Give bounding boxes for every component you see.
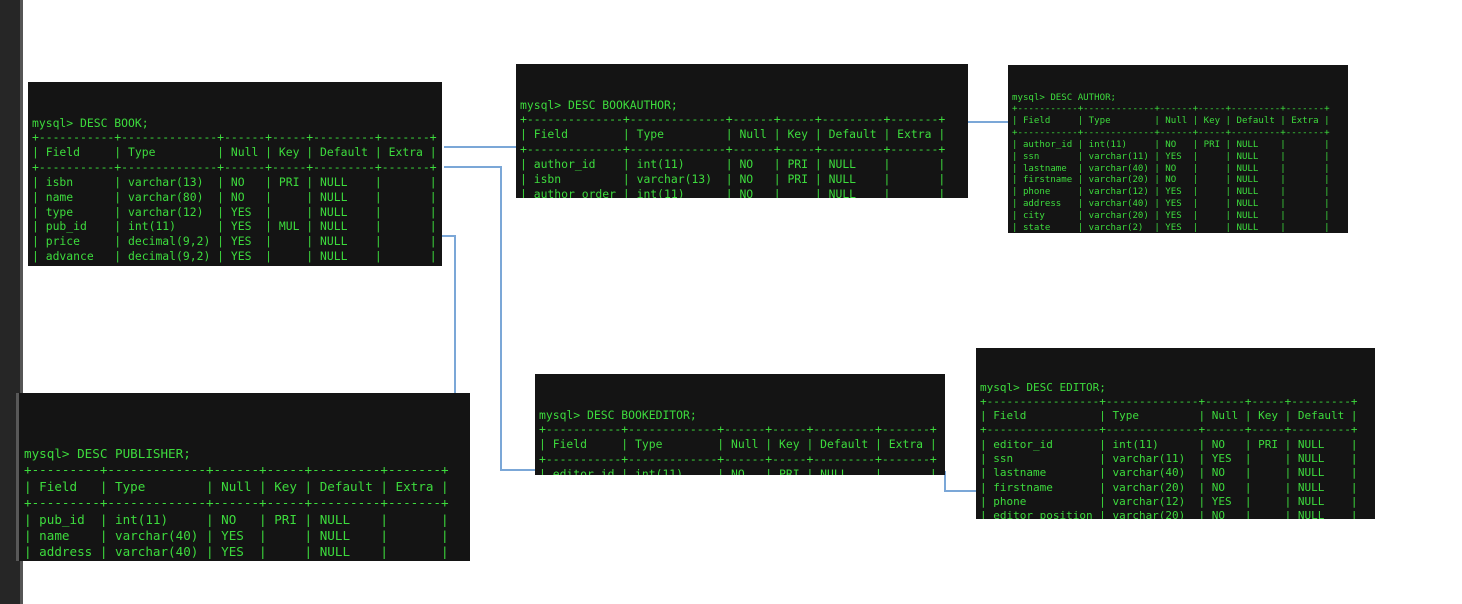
connector-book-to-bookeditor-h-top <box>444 166 502 168</box>
terminal-window-book[interactable]: mysql> DESC BOOK; +-----------+---------… <box>28 82 442 266</box>
terminal-window-editor[interactable]: mysql> DESC EDITOR; +-----------------+-… <box>976 348 1375 519</box>
desktop-left-strip-edge <box>20 0 23 604</box>
connector-bookeditor-to-editor-h <box>944 490 980 492</box>
terminal-output-author: mysql> DESC AUTHOR; +-----------+-------… <box>1012 92 1330 233</box>
terminal-output-publisher: mysql> DESC PUBLISHER; +---------+------… <box>24 446 449 561</box>
connector-book-to-publisher-v <box>454 235 456 393</box>
terminal-window-bookeditor[interactable]: mysql> DESC BOOKEDITOR; +-----------+---… <box>535 374 945 475</box>
connector-book-to-bookeditor-v <box>500 166 502 471</box>
connector-bookauthor-to-author-h <box>966 121 1010 123</box>
connector-book-to-bookeditor-h-bottom <box>500 469 536 471</box>
publisher-scrollbar[interactable] <box>16 393 19 561</box>
terminal-output-book: mysql> DESC BOOK; +-----------+---------… <box>32 115 437 266</box>
terminal-window-publisher[interactable]: mysql> DESC PUBLISHER; +---------+------… <box>16 393 470 561</box>
terminal-output-editor: mysql> DESC EDITOR; +-----------------+-… <box>980 380 1358 519</box>
terminal-output-bookeditor: mysql> DESC BOOKEDITOR; +-----------+---… <box>539 407 937 475</box>
terminal-window-author[interactable]: mysql> DESC AUTHOR; +-----------+-------… <box>1008 65 1348 233</box>
desktop-left-strip <box>0 0 20 604</box>
connector-bookeditor-to-editor-v <box>944 471 946 491</box>
connector-book-to-publisher-h <box>432 235 456 237</box>
terminal-window-bookauthor[interactable]: mysql> DESC BOOKAUTHOR; +--------------+… <box>516 64 968 198</box>
connector-book-isbn-to-bookauthor-h <box>444 146 518 148</box>
terminal-output-bookauthor: mysql> DESC BOOKAUTHOR; +--------------+… <box>520 97 946 198</box>
